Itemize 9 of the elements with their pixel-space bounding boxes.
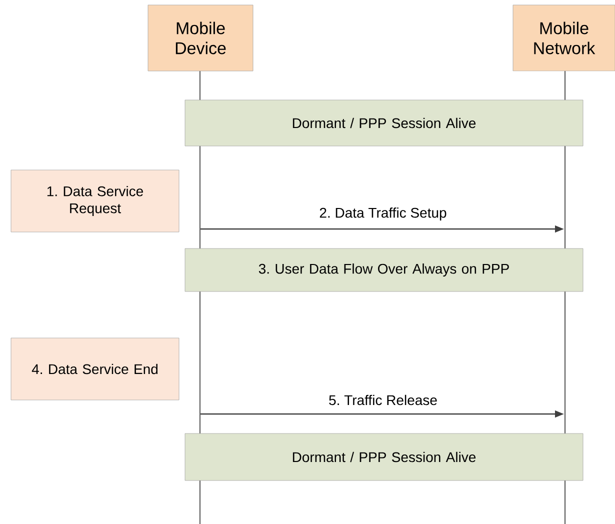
state-band: 3. User Data Flow Over Always on PPP — [184, 248, 584, 292]
lifeline-header-box: Mobile Device — [148, 4, 254, 72]
state-band: Dormant / PPP Session Alive — [184, 100, 584, 146]
step-note-box: 1. Data Service Request — [10, 170, 180, 232]
lifeline-header-box: Mobile Network — [512, 4, 615, 72]
edge-label: 5. Traffic Release — [329, 394, 437, 406]
step-note-box: 4. Data Service End — [10, 338, 180, 400]
state-band: Dormant / PPP Session Alive — [184, 433, 584, 481]
edge-label: 2. Data Traffic Setup — [320, 207, 446, 221]
